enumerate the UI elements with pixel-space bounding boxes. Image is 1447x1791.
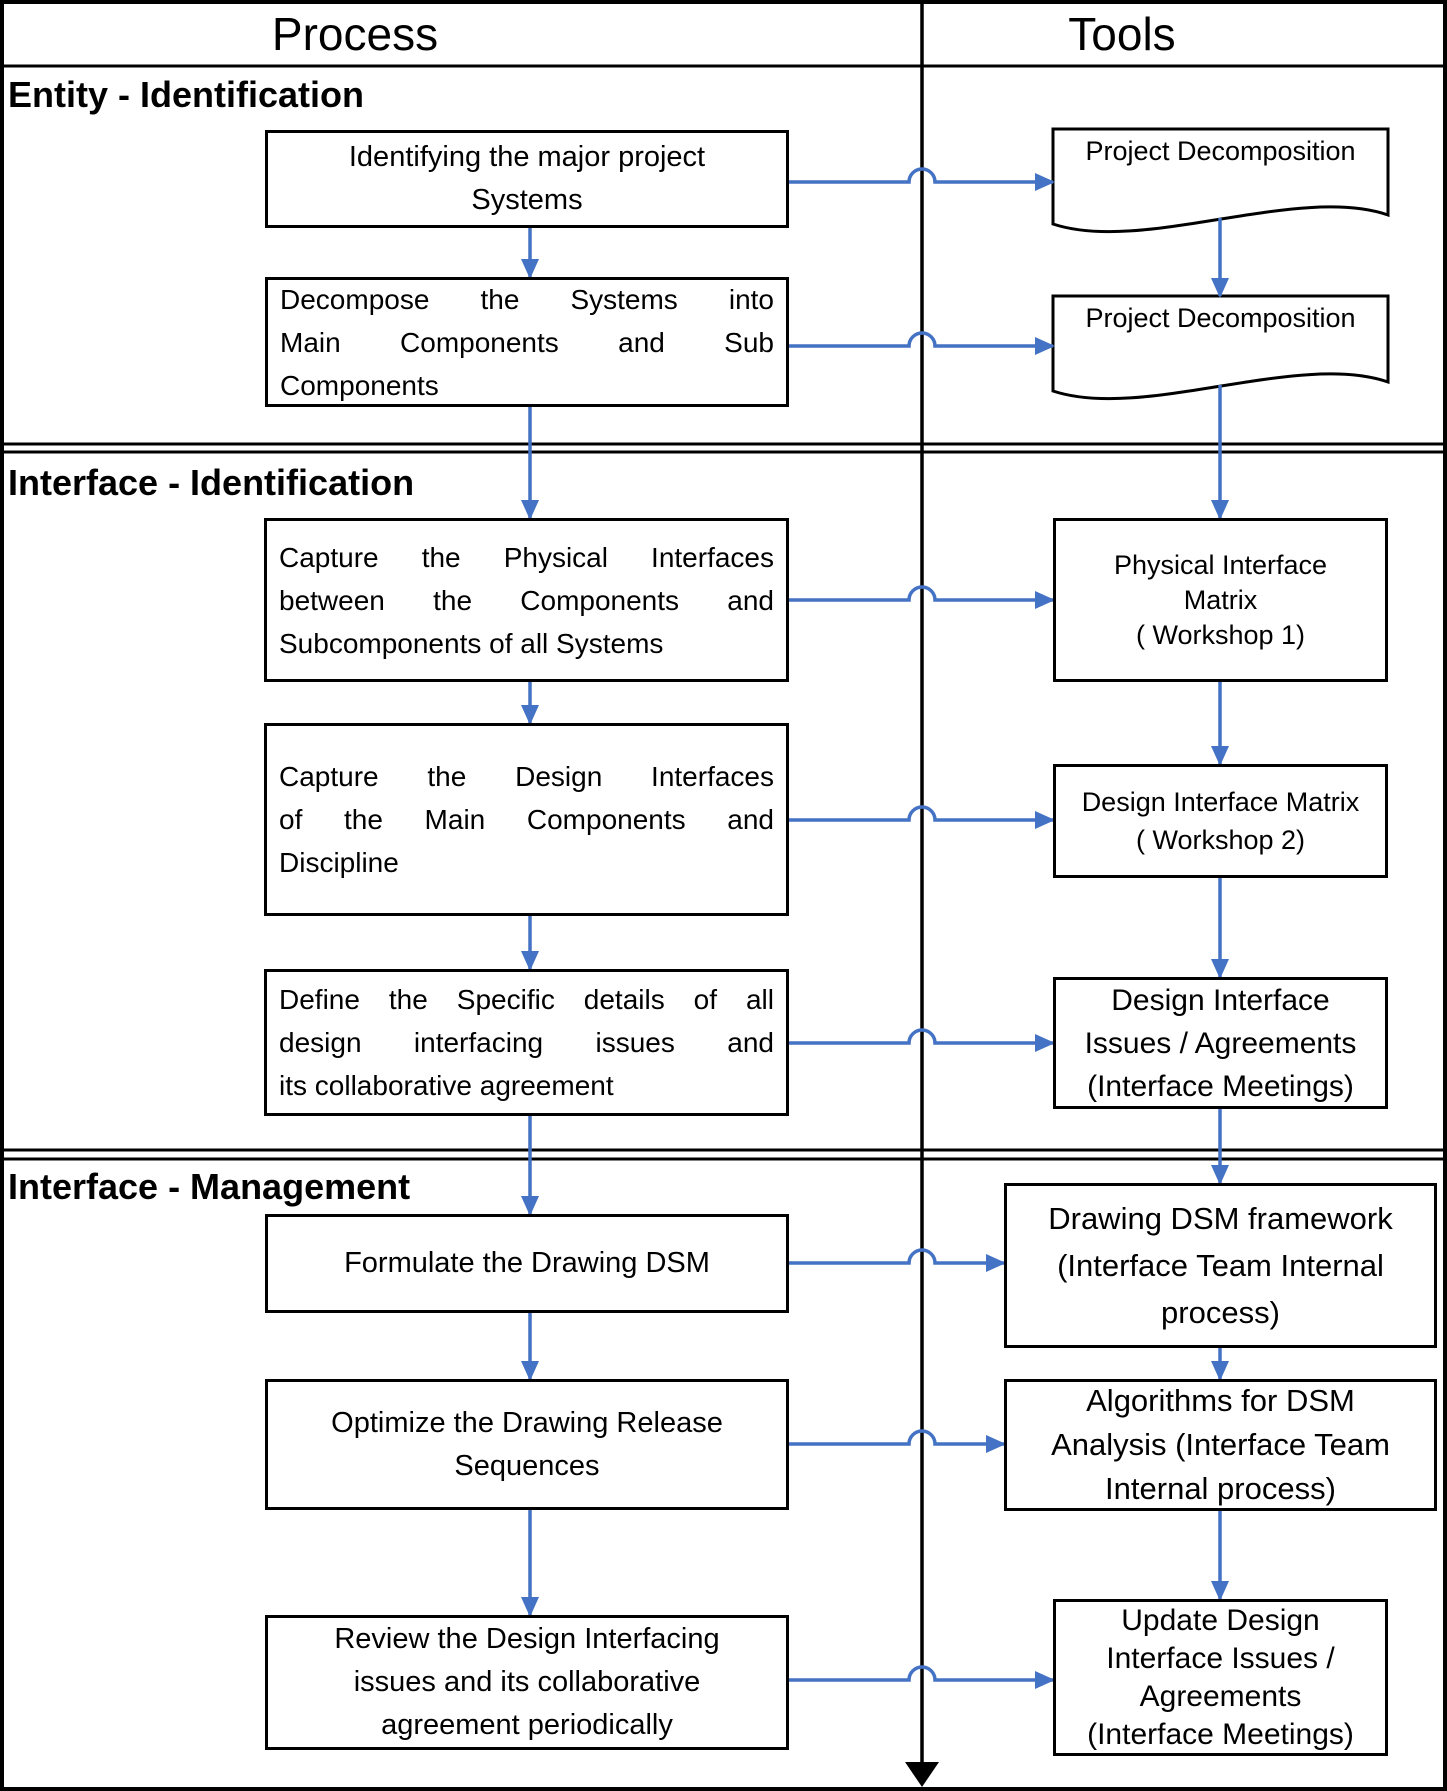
- tool-box-dsm-framework: Drawing DSM framework (Interface Team In…: [1004, 1183, 1437, 1348]
- tool-box-label: Physical Interface Matrix ( Workshop 1): [1113, 549, 1328, 650]
- tool-doc-project-decomposition-1: Project Decomposition: [1085, 136, 1356, 166]
- tool-box-design-interface-issues: Design Interface Issues / Agreements (In…: [1053, 977, 1388, 1109]
- section-title-interface-identification: Interface - Identification: [8, 462, 415, 503]
- process-box-label-line: Subcomponents of all Systems: [279, 627, 664, 659]
- tool-box-update-interface-issues: Update Design Interface Issues / Agreeme…: [1053, 1599, 1388, 1756]
- process-box-label: Identifying the major project Systems: [348, 141, 706, 216]
- process-box-capture-design-interfaces: Capture the Design Interfaces of the Mai…: [264, 723, 789, 916]
- tool-box-design-interface-matrix: Design Interface Matrix ( Workshop 2): [1053, 764, 1388, 878]
- section-title-entity-identification: Entity - Identification: [8, 74, 364, 115]
- process-box-optimize-sequences: Optimize the Drawing Release Sequences: [265, 1379, 789, 1510]
- flow-arrow: [789, 331, 1055, 355]
- flow-arrow: [789, 1248, 1006, 1272]
- process-box-label-line: its collaborative agreement: [279, 1070, 614, 1101]
- process-box-capture-physical-interfaces: Capture the Physical Interfaces between …: [264, 518, 789, 682]
- tool-box-physical-interface-matrix: Physical Interface Matrix ( Workshop 1): [1053, 518, 1388, 682]
- flow-arrows: [521, 167, 1229, 1689]
- process-box-label-line: design interfacing issues and: [279, 1027, 774, 1058]
- document-shape: [1051, 127, 1390, 234]
- flow-arrow: [789, 805, 1055, 829]
- flow-arrow: [789, 1429, 1006, 1453]
- tool-doc-project-decomposition-2: Project Decomposition: [1085, 303, 1356, 333]
- section-title-interface-management: Interface - Management: [8, 1166, 411, 1207]
- process-box-label-line: Capture the Physical Interfaces: [279, 541, 774, 573]
- process-box-label-line: Decompose the Systems into: [280, 283, 774, 315]
- process-box-decompose-systems: Decompose the Systems into Main Componen…: [265, 277, 789, 407]
- column-header-tools: Tools: [1068, 8, 1176, 60]
- process-box-label-line: Define the Specific details of all: [279, 984, 774, 1015]
- process-box-label-line: Discipline: [279, 847, 399, 878]
- column-divider-arrowhead: [905, 1762, 939, 1787]
- flow-arrow: [789, 167, 1055, 191]
- process-box-review-interfacing: Review the Design Interfacing issues and…: [265, 1615, 789, 1750]
- process-box-label: Review the Design Interfacing issues and…: [334, 1623, 720, 1741]
- flow-arrow: [789, 1665, 1055, 1689]
- tool-box-label: Design Interface Issues / Agreements (In…: [1084, 983, 1357, 1103]
- process-box-label-line: between the Components and: [279, 584, 774, 616]
- column-header-process: Process: [271, 8, 439, 60]
- process-box-identify-systems: Identifying the major project Systems: [265, 130, 789, 228]
- process-box-formulate-dsm: Formulate the Drawing DSM: [265, 1214, 789, 1313]
- tool-box-dsm-algorithms: Algorithms for DSM Analysis (Interface T…: [1004, 1379, 1437, 1511]
- tool-box-label: Algorithms for DSM Analysis (Interface T…: [1051, 1383, 1390, 1506]
- process-box-label: Formulate the Drawing DSM: [344, 1247, 710, 1279]
- process-box-label-line: Capture the Design Interfaces: [279, 761, 774, 792]
- process-box-label-line: Components: [280, 369, 439, 401]
- process-box-label: Optimize the Drawing Release Sequences: [331, 1406, 723, 1482]
- flow-arrow: [789, 585, 1055, 609]
- tool-box-label: Update Design Interface Issues / Agreeme…: [1087, 1603, 1354, 1751]
- process-box-label-line: of the Main Components and: [279, 804, 774, 835]
- flow-arrow: [789, 1028, 1055, 1052]
- tool-box-label: Drawing DSM framework (Interface Team In…: [1048, 1201, 1393, 1330]
- document-shape: [1051, 294, 1390, 401]
- tool-box-label: Design Interface Matrix ( Workshop 2): [1081, 787, 1360, 855]
- process-box-define-interfacing-details: Define the Specific details of all desig…: [264, 969, 789, 1116]
- process-box-label-line: Main Components and Sub: [280, 326, 774, 358]
